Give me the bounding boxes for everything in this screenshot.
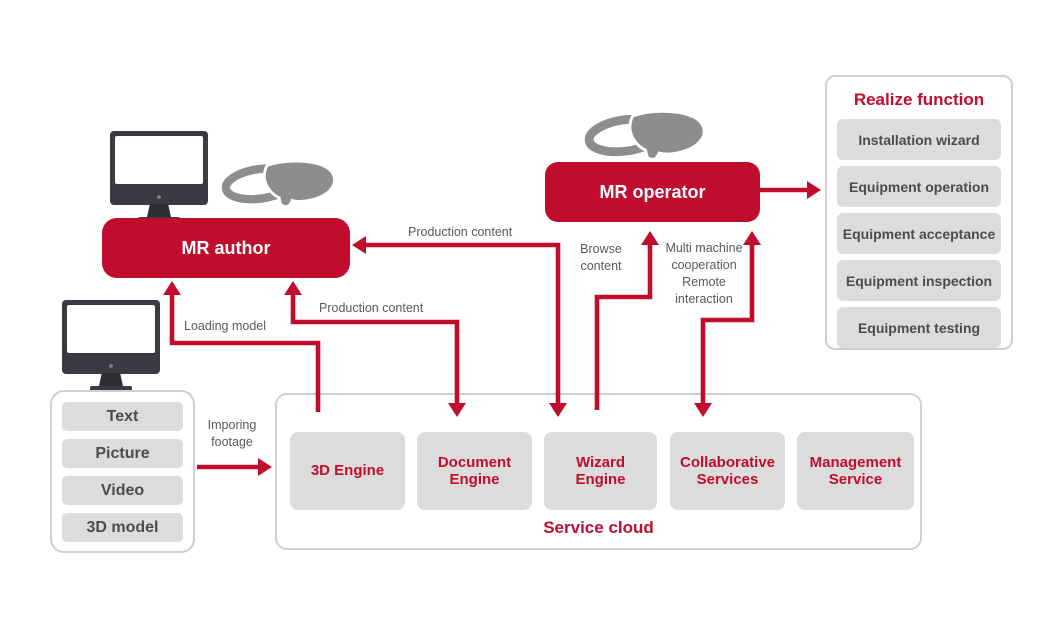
arrowhead-up-author-loading — [163, 281, 181, 295]
realize-function-title: Realize function — [853, 89, 985, 109]
realize-item-equipment-inspection: Equipment inspection — [837, 260, 1001, 301]
node-mr-operator-label: MR operator — [599, 181, 706, 202]
glasses-visor — [628, 109, 706, 160]
realize-item-installation-wizard: Installation wizard — [837, 119, 1001, 160]
edge-label-multi-machine: Multi machine cooperation Remote interac… — [653, 240, 755, 308]
arrowhead-left-author-production — [352, 236, 366, 254]
engine-3d: 3D Engine — [290, 432, 405, 510]
edge-label-production-content-right: Production content — [408, 225, 513, 239]
edge-label-importing-footage: Imporing footage — [207, 418, 257, 449]
monitor-frame — [62, 300, 160, 374]
realize-item-equipment-testing: Equipment testing — [837, 307, 1001, 348]
monitor-screen — [67, 305, 155, 353]
arrowhead-right-realize — [807, 181, 821, 199]
source-item-3d-model: 3D model — [62, 513, 183, 542]
mr-glasses-icon — [221, 159, 336, 207]
monitor-stand — [147, 204, 171, 217]
glasses-visor — [262, 159, 336, 207]
monitor-stand — [99, 373, 123, 386]
source-material-panel: Text Picture Video 3D model — [50, 390, 195, 553]
service-cloud-title: Service cloud — [543, 518, 654, 537]
source-item-picture: Picture — [62, 439, 183, 468]
monitor-screen — [115, 136, 203, 184]
edge-label-remote-interaction: Remote interaction — [675, 274, 733, 306]
edge-label-browse-content: Browse content — [580, 242, 622, 273]
mr-glasses-icon — [584, 109, 706, 160]
engine-collaborative: Collaborative Services — [670, 432, 785, 510]
monitor-icon — [110, 131, 208, 222]
edge-label-production-content-left: Production content — [319, 301, 424, 315]
realize-item-equipment-acceptance: Equipment acceptance — [837, 213, 1001, 254]
node-mr-operator: MR operator — [545, 162, 760, 222]
monitor-camera-dot — [109, 364, 113, 368]
arrow-production-content-right — [366, 242, 561, 403]
monitor-icon — [62, 300, 160, 391]
engine-document: Document Engine — [417, 432, 532, 510]
monitor-frame — [110, 131, 208, 205]
node-mr-author-label: MR author — [181, 237, 271, 258]
monitor-base — [90, 386, 132, 391]
realize-item-equipment-operation: Equipment operation — [837, 166, 1001, 207]
realize-function-panel: Realize function Installation wizard Equ… — [825, 75, 1013, 350]
source-item-text: Text — [62, 402, 183, 431]
engine-management: Management Service — [797, 432, 914, 510]
node-mr-author: MR author — [102, 218, 350, 278]
monitor-camera-dot — [157, 195, 161, 199]
edge-label-multi-machine-cooperation: Multi machine cooperation — [665, 241, 743, 272]
source-item-video: Video — [62, 476, 183, 505]
engine-wizard: Wizard Engine — [544, 432, 657, 510]
arrowhead-right-import — [258, 458, 272, 476]
arrowhead-up-author-production — [284, 281, 302, 295]
edge-label-loading-model: Loading model — [184, 319, 267, 333]
service-cloud-panel: 3D Engine Document Engine Wizard Engine … — [275, 393, 922, 550]
